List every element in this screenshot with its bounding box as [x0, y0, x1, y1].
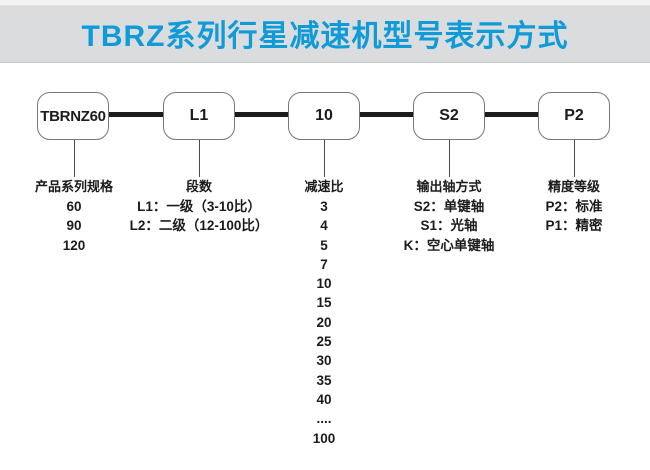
column-item: 90 [66, 218, 82, 234]
column-item: 100 [312, 430, 336, 446]
column-items: P2：标准 P1：精密 [484, 197, 650, 236]
column-item: 15 [316, 295, 332, 311]
column-items: 60 90 120 [0, 197, 164, 255]
column-items: 3 4 5 7 10 15 20 25 30 35 40.... 100 [234, 197, 414, 448]
column-output-shaft-type: 输出轴方式 S2：单键轴 S1：光轴 K：空心单键轴 [359, 177, 539, 255]
leader-line [448, 140, 450, 177]
column-item: 60 [66, 199, 82, 214]
column-item: K：空心单键轴 [403, 237, 495, 253]
leader-line [198, 140, 200, 177]
model-box-precision: P2 [538, 92, 610, 140]
column-item: 3 [320, 199, 328, 214]
leader-line [573, 140, 575, 177]
model-box-shaft: S2 [413, 92, 485, 140]
column-header: 产品系列规格 [34, 179, 113, 194]
column-item: P1：精密 [545, 218, 603, 234]
leader-line [323, 140, 325, 177]
column-header: 减速比 [304, 179, 344, 194]
column-item: .... [316, 411, 332, 427]
model-box-stage: L1 [163, 92, 235, 140]
model-box-ratio: 10 [288, 92, 360, 140]
connector-line [235, 112, 288, 117]
column-reduction-ratio: 减速比 3 4 5 7 10 15 20 25 30 35 40.... 100 [234, 177, 414, 448]
model-box-series: TBRNZ60 [37, 92, 109, 140]
connector-line [109, 112, 163, 117]
top-strip [0, 0, 650, 6]
leader-line [73, 140, 75, 177]
column-item: 40 [316, 391, 332, 407]
header-band: TBRZ系列行星减速机型号表示方式 [0, 6, 650, 63]
column-item: 35 [316, 372, 332, 388]
column-item: 5 [320, 237, 328, 253]
column-header: 精度等级 [547, 179, 600, 194]
column-item: 30 [316, 353, 332, 369]
column-item: S2：单键轴 [413, 199, 485, 214]
column-items: L1：一级（3-10比） L2：二级（12-100比） [109, 197, 289, 236]
connector-line [360, 112, 413, 117]
column-items: S2：单键轴 S1：光轴 K：空心单键轴 [359, 197, 539, 255]
column-item: 10 [316, 276, 332, 292]
column-item: 7 [320, 256, 328, 272]
column-item: 20 [316, 314, 332, 330]
column-header: 段数 [185, 179, 212, 194]
column-item: P2：标准 [545, 199, 603, 214]
column-stage-count: 段数 L1：一级（3-10比） L2：二级（12-100比） [109, 177, 289, 236]
column-item: 4 [320, 218, 328, 234]
column-series-spec: 产品系列规格 60 90 120 [0, 177, 164, 255]
column-precision-grade: 精度等级 P2：标准 P1：精密 [484, 177, 650, 236]
column-item: S1：光轴 [420, 218, 478, 234]
column-header: 输出轴方式 [416, 179, 482, 194]
column-item: L2：二级（12-100比） [129, 218, 269, 234]
page-title: TBRZ系列行星减速机型号表示方式 [81, 20, 569, 53]
column-item: 120 [62, 237, 86, 253]
connector-line [485, 112, 538, 117]
column-item: 25 [316, 334, 332, 350]
column-item: L1：一级（3-10比） [137, 199, 261, 214]
